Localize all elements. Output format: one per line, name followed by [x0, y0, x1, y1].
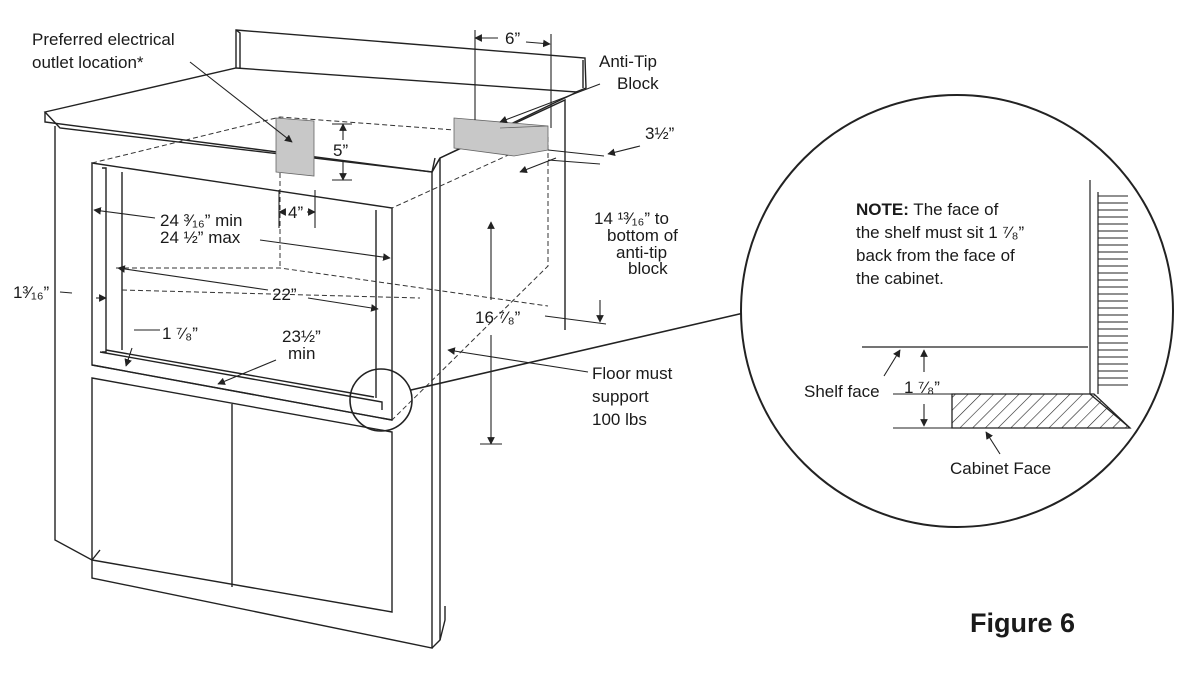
detail-view [740, 94, 1174, 528]
depth-23half-line1: 23½” [282, 327, 321, 346]
note-line3: back from the face of [856, 246, 1015, 265]
height-14-line3: anti-tip [616, 243, 667, 262]
anti-tip-block [453, 117, 549, 157]
depth-23half-line2: min [288, 344, 315, 363]
floor-label-line2: support [592, 387, 649, 406]
floor-label-line3: 100 lbs [592, 410, 647, 429]
detail-dim-label: 1 ⁷⁄₈” [904, 378, 940, 397]
height-14-line2: bottom of [607, 226, 678, 245]
figure-label: Figure 6 [970, 608, 1075, 638]
oven-opening [91, 162, 393, 421]
floor-label-line1: Floor must [592, 364, 673, 383]
dim-4-label: 4” [288, 203, 303, 222]
note-line4: the cabinet. [856, 269, 944, 288]
note-bold: NOTE: [856, 200, 909, 219]
depth-22-label: 22” [272, 285, 297, 304]
antitip-label-line1: Anti-Tip [599, 52, 657, 71]
shelf-face-label: Shelf face [804, 382, 880, 401]
detail-callout-circle [349, 368, 413, 432]
dim-16-7-8-label: 16 ⁷⁄₈” [475, 308, 521, 327]
outlet-label-line1: Preferred electrical [32, 30, 175, 49]
antitip-label-line2: Block [617, 74, 659, 93]
width-max-label: 24 ½” max [160, 228, 241, 247]
dim-1-7-8-label: 1 ⁷⁄₈” [162, 324, 198, 343]
outlet-location-block [275, 117, 315, 177]
cabinet-front-face [54, 126, 433, 649]
width-min-label: 24 ³⁄₁₆” min [160, 211, 243, 230]
outlet-label-line2: outlet location* [32, 53, 144, 72]
lower-doors [91, 377, 393, 613]
note-line1: NOTE: The face of [856, 200, 999, 219]
dim-6-label: 6” [505, 29, 520, 48]
dim-1-3-16-label: 1³⁄₁₆” [13, 283, 50, 302]
height-14-line1: 14 ¹³⁄₁₆” to [594, 209, 669, 228]
cabinet-face-label: Cabinet Face [950, 459, 1051, 478]
detail-connector-line [410, 311, 749, 391]
dimension-lines [59, 30, 641, 445]
dim-3half-label: 3½” [645, 124, 675, 143]
cabinet-side-section [1089, 180, 1128, 394]
dim-5-label: 5” [333, 141, 348, 160]
note-line1-text: The face of [909, 200, 999, 219]
height-14-line4: block [628, 259, 668, 278]
note-line2: the shelf must sit 1 ⁷⁄₈” [856, 223, 1024, 242]
